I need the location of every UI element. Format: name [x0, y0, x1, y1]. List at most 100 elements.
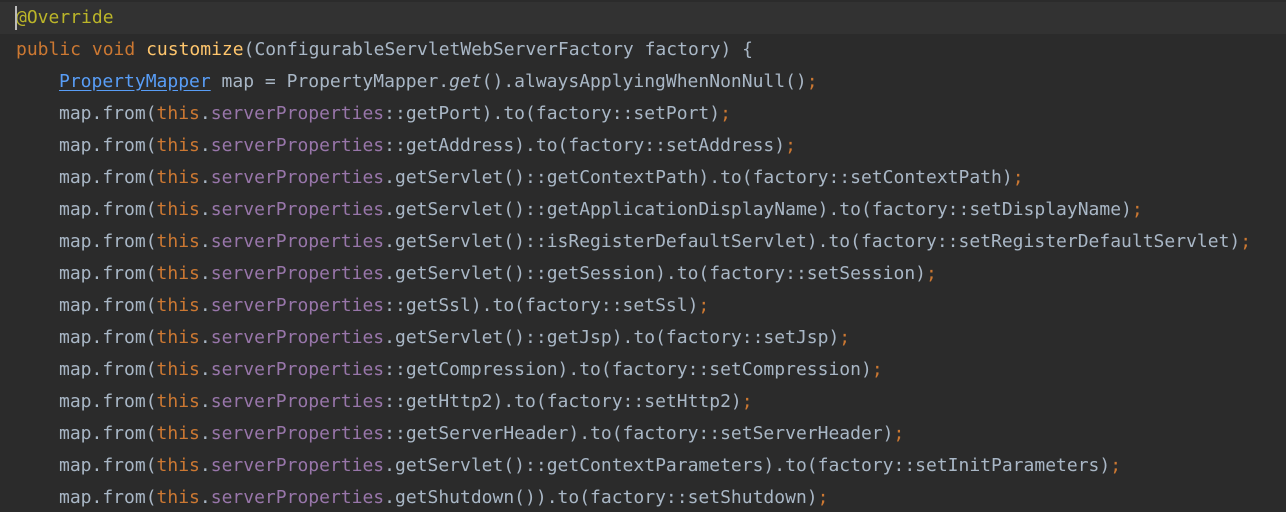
- code-token-kw: ;: [1240, 231, 1252, 252]
- code-token-field: serverProperties: [210, 167, 385, 188]
- code-line[interactable]: map.from(this.serverProperties.getServle…: [0, 322, 1286, 354]
- code-token-type-link[interactable]: PropertyMapper: [59, 71, 211, 92]
- code-token-default: .: [199, 103, 211, 124]
- code-token-default: .: [199, 359, 211, 380]
- code-token-kw: this: [156, 199, 200, 220]
- code-token-kw: this: [156, 231, 200, 252]
- code-token-default: map.from(: [59, 455, 157, 476]
- code-line[interactable]: map.from(this.serverProperties::getCompr…: [0, 354, 1286, 386]
- code-token-kw: ;: [839, 327, 851, 348]
- code-token-kw: ;: [926, 263, 937, 284]
- code-line[interactable]: map.from(this.serverProperties.getServle…: [0, 226, 1286, 258]
- code-token-default: .: [199, 263, 211, 284]
- code-line[interactable]: public void customize(ConfigurableServle…: [0, 34, 1286, 66]
- code-token-default: .: [199, 391, 211, 412]
- code-token-default: .: [199, 167, 211, 188]
- code-token-default: .: [199, 231, 211, 252]
- code-token-kw: void: [91, 39, 136, 60]
- code-token-default: map = PropertyMapper.: [210, 71, 450, 92]
- code-token-kw: this: [156, 135, 200, 156]
- code-token-default: .getServlet()::getJsp).to(factory::setJs…: [384, 327, 840, 348]
- code-token-default: map.from(: [59, 391, 157, 412]
- code-line[interactable]: map.from(this.serverProperties.getServle…: [0, 194, 1286, 226]
- code-token-kw: ;: [806, 71, 818, 92]
- code-line[interactable]: @Override: [0, 2, 1286, 34]
- text-caret: [15, 6, 17, 30]
- code-token-kw: ;: [785, 135, 796, 156]
- code-token-annot: @Override: [16, 7, 114, 28]
- code-token-kw: this: [156, 487, 200, 508]
- code-token-default: ::getAddress).to(factory::setAddress): [384, 135, 786, 156]
- code-token-default: .: [199, 135, 211, 156]
- code-token-default: ::getHttp2).to(factory::setHttp2): [384, 391, 742, 412]
- code-token-kw: ;: [1110, 455, 1122, 476]
- code-token-kw: this: [156, 167, 200, 188]
- code-token-kw: this: [156, 391, 200, 412]
- code-token-default: map.from(: [59, 231, 157, 252]
- code-token-default: .: [199, 295, 211, 316]
- code-token-default: ::getPort).to(factory::setPort): [384, 103, 721, 124]
- code-token-kw: public: [16, 39, 82, 60]
- code-token-default: map.from(: [59, 327, 157, 348]
- code-token-kw: this: [156, 455, 200, 476]
- code-token-default: map.from(: [59, 199, 157, 220]
- code-token-field: serverProperties: [210, 103, 385, 124]
- code-token-kw: ;: [817, 487, 829, 508]
- code-token-default: [81, 39, 92, 60]
- code-line[interactable]: map.from(this.serverProperties::getPort)…: [0, 98, 1286, 130]
- code-token-default: .getServlet()::isRegisterDefaultServlet)…: [384, 231, 1241, 252]
- code-token-field: serverProperties: [210, 423, 385, 444]
- code-token-default: ().alwaysApplyingWhenNonNull(): [481, 71, 807, 92]
- code-line[interactable]: PropertyMapper map = PropertyMapper.get(…: [0, 66, 1286, 98]
- code-token-default: map.from(: [59, 135, 157, 156]
- code-token-default: .: [199, 199, 211, 220]
- code-token-default: .getShutdown()).to(factory::setShutdown): [384, 487, 818, 508]
- code-token-kw: ;: [1131, 199, 1143, 220]
- code-token-field: serverProperties: [210, 135, 385, 156]
- code-token-default: [135, 39, 146, 60]
- code-token-default: ::getCompression).to(factory::setCompres…: [384, 359, 872, 380]
- code-token-default: .getServlet()::getContextPath).to(factor…: [384, 167, 1013, 188]
- code-token-kw: this: [156, 423, 200, 444]
- code-token-kw: ;: [698, 295, 710, 316]
- code-token-default: .getServlet()::getContextParameters).to(…: [384, 455, 1111, 476]
- code-line[interactable]: map.from(this.serverProperties::getServe…: [0, 418, 1286, 450]
- code-token-field: serverProperties: [210, 295, 385, 316]
- code-token-default: map.from(: [59, 359, 157, 380]
- code-token-default: map.from(: [59, 263, 157, 284]
- code-token-default: .: [199, 455, 211, 476]
- code-line[interactable]: map.from(this.serverProperties::getHttp2…: [0, 386, 1286, 418]
- code-token-default: map.from(: [59, 423, 157, 444]
- code-token-field: serverProperties: [210, 231, 385, 252]
- code-token-method-decl: customize: [146, 39, 244, 60]
- code-token-kw: ;: [871, 359, 883, 380]
- code-token-default: .: [199, 423, 211, 444]
- code-line[interactable]: map.from(this.serverProperties.getServle…: [0, 258, 1286, 290]
- code-line[interactable]: map.from(this.serverProperties::getSsl).…: [0, 290, 1286, 322]
- code-token-kw: this: [156, 263, 200, 284]
- code-token-kw: this: [156, 295, 200, 316]
- code-token-field: serverProperties: [210, 487, 385, 508]
- code-token-default: .: [199, 327, 211, 348]
- code-token-field: serverProperties: [210, 263, 385, 284]
- code-token-default: .getServlet()::getApplicationDisplayName…: [384, 199, 1132, 220]
- code-token-default: map.from(: [59, 295, 157, 316]
- code-line[interactable]: map.from(this.serverProperties::getAddre…: [0, 130, 1286, 162]
- code-token-kw: this: [156, 327, 200, 348]
- code-token-default: .getServlet()::getSession).to(factory::s…: [384, 263, 926, 284]
- code-token-kw: ;: [1012, 167, 1024, 188]
- code-token-default: (ConfigurableServletWebServerFactory fac…: [243, 39, 753, 60]
- code-token-field: serverProperties: [210, 199, 385, 220]
- code-token-default: .: [199, 487, 211, 508]
- code-line[interactable]: map.from(this.serverProperties.getServle…: [0, 162, 1286, 194]
- code-token-kw: ;: [720, 103, 731, 124]
- code-token-default: ::getSsl).to(factory::setSsl): [384, 295, 699, 316]
- code-token-kw: this: [156, 359, 200, 380]
- code-token-kw: this: [156, 103, 200, 124]
- code-token-field: serverProperties: [210, 391, 385, 412]
- code-line[interactable]: map.from(this.serverProperties.getShutdo…: [0, 482, 1286, 512]
- code-token-default: ::getServerHeader).to(factory::setServer…: [384, 423, 894, 444]
- code-line[interactable]: map.from(this.serverProperties.getServle…: [0, 450, 1286, 482]
